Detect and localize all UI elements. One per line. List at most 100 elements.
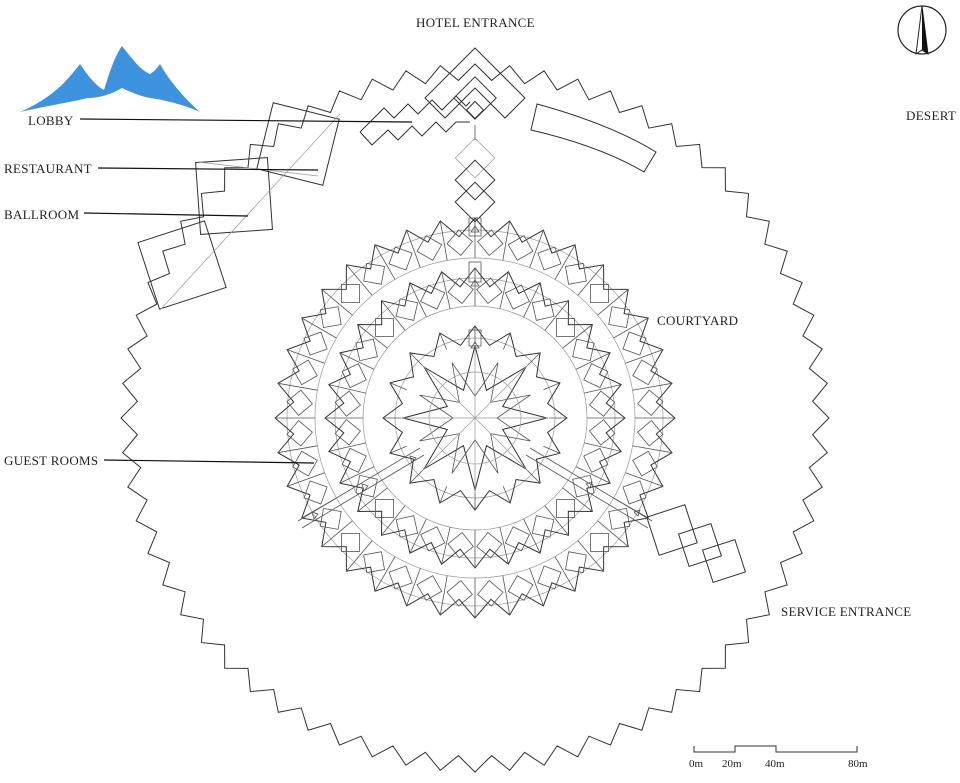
room-divider-middle-6 xyxy=(575,352,611,370)
central-star-ray-6 xyxy=(423,417,476,470)
room-unit-outer-34 xyxy=(388,246,413,271)
entrance-approach xyxy=(424,47,526,349)
room-unit-middle-7 xyxy=(588,390,616,417)
room-divider-middle-23 xyxy=(328,384,366,394)
room-divider-middle-11 xyxy=(562,487,593,512)
room-unit-outer-11 xyxy=(632,450,658,477)
room-unit-middle-25 xyxy=(375,318,394,337)
ballroom-label: BALLROOM xyxy=(4,207,79,222)
room-divider-middle-21 xyxy=(328,442,366,452)
room-divider-inner-14 xyxy=(389,382,407,391)
room-unit-middle-13 xyxy=(504,526,530,552)
room-unit-middle-3 xyxy=(531,298,555,321)
room-divider-inner-16 xyxy=(439,332,448,350)
room-unit-outer-6 xyxy=(608,306,631,328)
room-unit-outer-14 xyxy=(590,533,609,552)
room-divider-outer-26 xyxy=(286,472,325,487)
room-divider-outer-9 xyxy=(632,382,673,391)
restaurant-label: RESTAURANT xyxy=(4,161,92,176)
room-divider-outer-14 xyxy=(597,520,629,547)
room-divider-outer-23 xyxy=(346,540,373,572)
room-divider-middle-7 xyxy=(584,384,622,394)
service-entrance-blocks xyxy=(646,504,747,584)
room-unit-outer-4 xyxy=(565,262,587,285)
room-unit-outer-35 xyxy=(416,235,443,261)
room-unit-outer-5 xyxy=(590,284,609,303)
room-unit-middle-1 xyxy=(476,277,503,305)
scale-tick-0: 0m xyxy=(689,758,704,770)
room-unit-middle-22 xyxy=(334,390,362,417)
room-unit-middle-4 xyxy=(556,318,575,337)
room-unit-outer-1 xyxy=(477,229,504,256)
room-divider-middle-13 xyxy=(523,518,541,554)
room-divider-outer-30 xyxy=(286,349,325,364)
room-unit-middle-14 xyxy=(476,531,503,559)
central-star-ray-2 xyxy=(474,366,527,419)
lobby-wing xyxy=(359,95,471,146)
desert-label: DESERT xyxy=(906,108,956,123)
room-unit-outer-9 xyxy=(637,389,664,416)
room-unit-outer-3 xyxy=(537,246,562,271)
room-unit-outer-20 xyxy=(416,575,443,601)
room-divider-inner-12 xyxy=(389,445,407,454)
room-divider-middle-3 xyxy=(523,282,541,318)
room-divider-middle-24 xyxy=(339,352,375,370)
room-unit-outer-21 xyxy=(388,565,413,590)
room-unit-outer-36 xyxy=(446,229,473,256)
outer-zigzag-wall xyxy=(120,63,830,773)
room-divider-inner-8 xyxy=(502,486,511,504)
room-unit-outer-29 xyxy=(292,359,318,386)
room-unit-middle-17 xyxy=(395,515,419,538)
room-unit-outer-28 xyxy=(286,389,313,416)
scale-bar: 0m 20m 40m 80m xyxy=(689,745,868,770)
room-unit-outer-19 xyxy=(446,580,473,607)
room-divider-outer-22 xyxy=(374,556,396,592)
courtyard-plan xyxy=(274,217,676,619)
room-divider-inner-2 xyxy=(502,332,511,350)
room-unit-outer-17 xyxy=(507,575,534,601)
room-unit-outer-10 xyxy=(637,420,664,447)
courtyard-label: COURTYARD xyxy=(657,313,738,328)
room-unit-outer-7 xyxy=(622,331,647,356)
scale-tick-80: 80m xyxy=(848,758,868,770)
service-entrance-label: SERVICE ENTRANCE xyxy=(781,604,912,619)
desert-wing xyxy=(530,103,657,173)
room-unit-middle-18 xyxy=(375,499,394,518)
room-divider-outer-3 xyxy=(529,229,544,268)
room-divider-outer-11 xyxy=(632,445,673,454)
room-unit-middle-9 xyxy=(583,447,609,473)
room-unit-middle-11 xyxy=(556,499,575,518)
room-divider-middle-2 xyxy=(499,271,509,309)
room-unit-outer-31 xyxy=(319,306,342,328)
hotel-entrance-label: HOTEL ENTRANCE xyxy=(416,15,535,30)
room-unit-middle-28 xyxy=(447,277,474,305)
room-unit-outer-33 xyxy=(363,262,385,285)
scale-tick-20: 20m xyxy=(722,758,742,770)
room-divider-inner-7 xyxy=(527,470,541,484)
room-divider-inner-11 xyxy=(409,470,423,484)
room-unit-middle-10 xyxy=(572,474,595,498)
room-divider-outer-7 xyxy=(613,317,649,339)
room-unit-outer-15 xyxy=(565,551,587,574)
restaurant-leader xyxy=(97,167,319,171)
room-unit-outer-26 xyxy=(292,450,318,477)
room-unit-middle-5 xyxy=(572,338,595,362)
room-unit-outer-8 xyxy=(632,359,658,386)
room-unit-outer-32 xyxy=(341,284,360,303)
room-divider-outer-29 xyxy=(277,382,318,391)
room-divider-outer-32 xyxy=(321,289,353,316)
restaurant-ballroom-pavilions xyxy=(137,102,341,311)
room-divider-outer-6 xyxy=(597,289,629,316)
scale-tick-40: 40m xyxy=(765,758,785,770)
room-divider-middle-26 xyxy=(381,300,406,331)
guest-rooms-label: GUEST ROOMS xyxy=(4,453,98,468)
room-divider-outer-35 xyxy=(406,229,421,268)
room-divider-inner-15 xyxy=(409,352,423,366)
room-divider-middle-20 xyxy=(339,466,375,484)
north-arrow-icon xyxy=(897,5,947,56)
room-divider-outer-16 xyxy=(554,556,576,592)
room-unit-outer-30 xyxy=(303,331,328,356)
room-unit-middle-6 xyxy=(583,363,609,389)
room-divider-middle-16 xyxy=(441,527,451,565)
room-unit-outer-2 xyxy=(507,235,534,261)
